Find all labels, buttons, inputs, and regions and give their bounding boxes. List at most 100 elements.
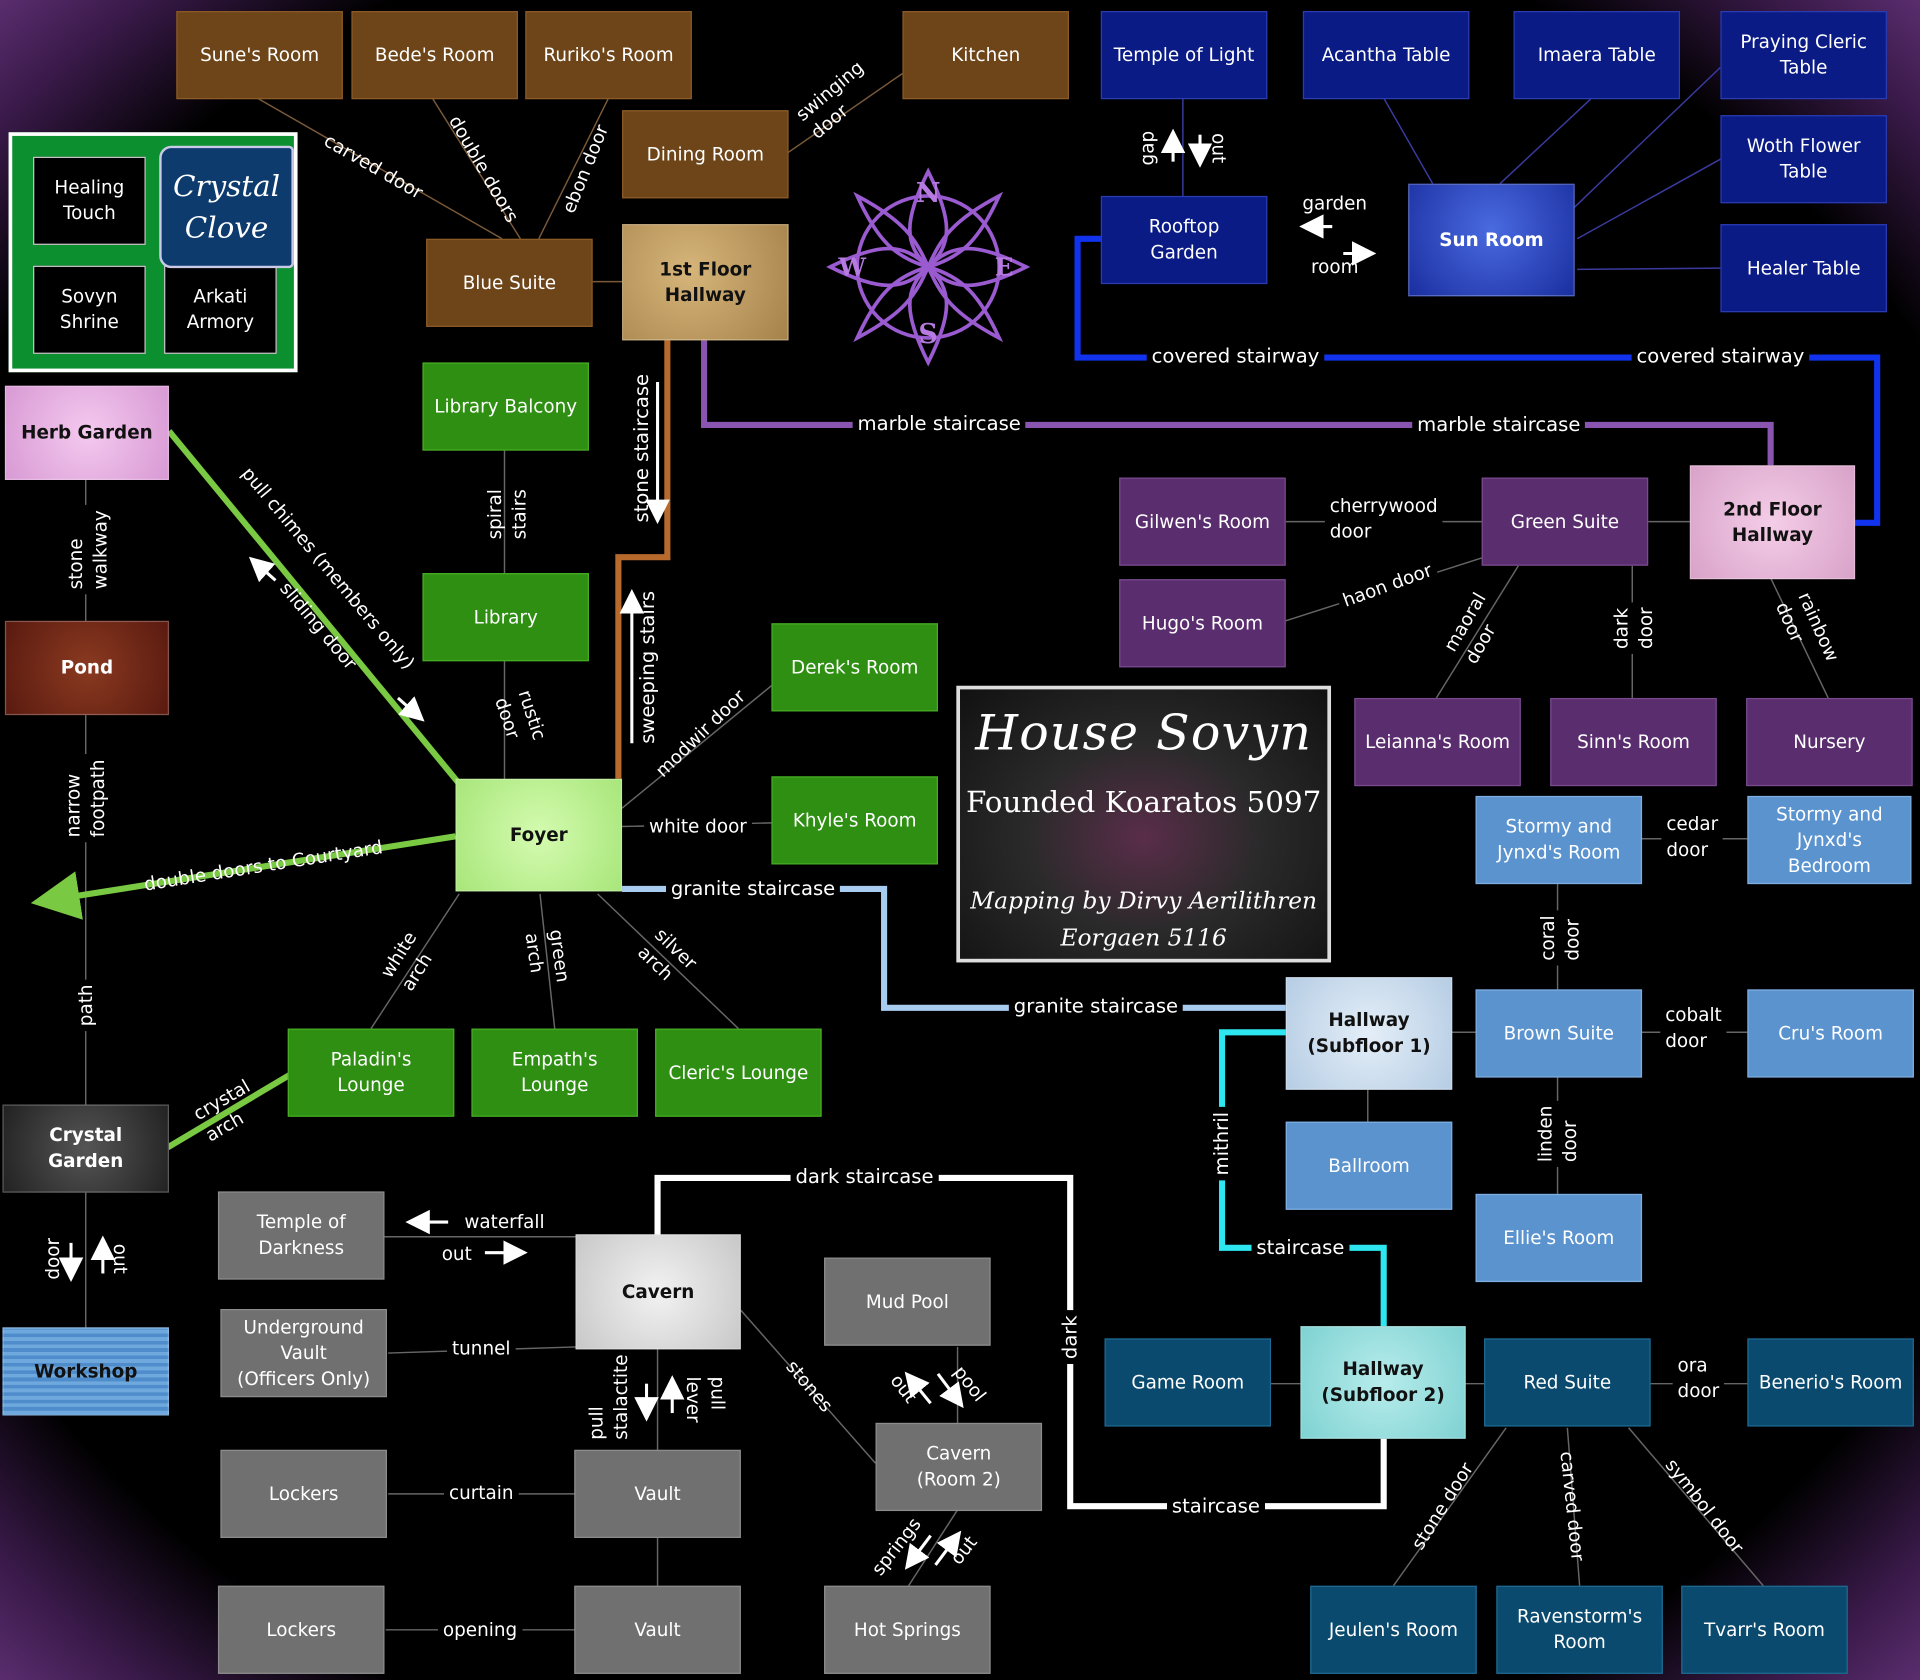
room-lockers-2[interactable]: Lockers (217, 1585, 385, 1674)
room-crystal-garden[interactable]: Crystal Garden (2, 1104, 169, 1193)
room-stormy-jynxd-bedroom[interactable]: Stormy and Jynxd's Bedroom (1747, 795, 1912, 885)
path-ora-door: ora door (1672, 1353, 1725, 1405)
room-hallway-subfloor-2[interactable]: Hallway (Subfloor 2) (1300, 1326, 1466, 1439)
path-pull-stalactite: pull stalactite (585, 1354, 632, 1440)
room-imaera-table[interactable]: Imaera Table (1513, 11, 1681, 100)
room-paladin-lounge[interactable]: Paladin's Lounge (287, 1028, 455, 1117)
path-marble-staircase-1: marble staircase (852, 411, 1026, 436)
path-cedar-door: cedar door (1661, 811, 1724, 864)
path-staircase-cyan: staircase (1251, 1235, 1350, 1261)
path-stone-staircase: stone staircase (629, 373, 653, 523)
path-door-workshop: door (41, 1237, 64, 1280)
room-bede[interactable]: Bede's Room (351, 11, 518, 100)
room-red-suite[interactable]: Red Suite (1484, 1338, 1651, 1427)
crystal-clove-scroll: Crystal Clove (159, 145, 294, 269)
room-tvarr[interactable]: Tvarr's Room (1681, 1585, 1848, 1674)
room-woth-flower-table[interactable]: Woth Flower Table (1720, 115, 1887, 204)
path-narrow-footpath: narrow footpath (61, 754, 111, 843)
path-dark-door: dark door (1608, 602, 1658, 654)
room-nursery[interactable]: Nursery (1746, 697, 1913, 787)
room-dining[interactable]: Dining Room (622, 110, 789, 199)
compass-w: W (838, 253, 867, 282)
legend-healing-touch: Healing Touch (33, 156, 146, 245)
room-foyer[interactable]: Foyer (455, 778, 623, 892)
room-lockers-1[interactable]: Lockers (220, 1449, 387, 1538)
room-green-suite[interactable]: Green Suite (1481, 477, 1649, 566)
path-spiral-stairs: spiral stairs (483, 489, 531, 540)
room-game-room[interactable]: Game Room (1104, 1338, 1272, 1427)
path-dark-staircase: dark staircase (790, 1164, 939, 1189)
path-granite-staircase-2: granite staircase (1008, 994, 1183, 1019)
path-dark: dark (1057, 1310, 1083, 1364)
room-empath-lounge[interactable]: Empath's Lounge (471, 1028, 638, 1117)
room-khyle[interactable]: Khyle's Room (771, 776, 938, 865)
path-staircase-white: staircase (1167, 1493, 1265, 1519)
room-first-floor-hallway[interactable]: 1st Floor Hallway (622, 224, 789, 341)
room-sun-room[interactable]: Sun Room (1408, 183, 1575, 297)
room-healer-table[interactable]: Healer Table (1720, 224, 1887, 313)
compass-s: S (918, 319, 937, 350)
path-path: path (73, 979, 98, 1032)
room-hot-springs[interactable]: Hot Springs (824, 1585, 991, 1674)
room-brown-suite[interactable]: Brown Suite (1475, 989, 1643, 1078)
house-name: House Sovyn (975, 705, 1313, 762)
room-vault-2[interactable]: Vault (574, 1585, 741, 1674)
path-marble-staircase-2: marble staircase (1412, 412, 1586, 438)
room-temple-darkness[interactable]: Temple of Darkness (217, 1191, 385, 1280)
room-herb-garden[interactable]: Herb Garden (4, 385, 169, 481)
path-stone-walkway: stone walkway (63, 505, 113, 595)
room-acantha-table[interactable]: Acantha Table (1302, 11, 1470, 100)
legend-arkati-armory: Arkati Armory (164, 265, 277, 354)
room-sinn[interactable]: Sinn's Room (1550, 697, 1717, 787)
room-blue-suite[interactable]: Blue Suite (426, 238, 593, 327)
room-ravenstorm[interactable]: Ravenstorm's Room (1496, 1585, 1663, 1674)
room-rooftop-garden[interactable]: Rooftop Garden (1100, 195, 1268, 285)
room-jeulen[interactable]: Jeulen's Room (1310, 1585, 1477, 1674)
founded-date: Founded Koaratos 5097 (965, 784, 1322, 820)
room-second-floor-hallway[interactable]: 2nd Floor Hallway (1689, 465, 1856, 580)
path-waterfall: waterfall (464, 1211, 545, 1234)
room-pond[interactable]: Pond (4, 620, 169, 716)
room-cleric-lounge[interactable]: Cleric's Lounge (655, 1028, 822, 1117)
room-sune[interactable]: Sune's Room (176, 11, 343, 100)
room-derek[interactable]: Derek's Room (771, 623, 938, 712)
room-ellie[interactable]: Ellie's Room (1475, 1193, 1643, 1283)
path-cobalt-door: cobalt door (1660, 1002, 1727, 1055)
room-praying-cleric-table[interactable]: Praying Cleric Table (1720, 11, 1887, 100)
path-room: room (1310, 255, 1359, 278)
path-green-arch: green arch (520, 928, 575, 984)
room-leianna[interactable]: Leianna's Room (1354, 697, 1521, 787)
room-benerio[interactable]: Benerio's Room (1747, 1338, 1914, 1427)
path-linden-door: linden door (1533, 1100, 1583, 1168)
room-kitchen[interactable]: Kitchen (902, 11, 1069, 100)
room-library-balcony[interactable]: Library Balcony (422, 362, 589, 451)
room-ruriko[interactable]: Ruriko's Room (525, 11, 692, 100)
room-ballroom[interactable]: Ballroom (1285, 1121, 1453, 1210)
room-cru[interactable]: Cru's Room (1747, 989, 1914, 1078)
path-garden: garden (1302, 192, 1368, 215)
room-underground-vault[interactable]: Underground Vault (Officers Only) (220, 1308, 387, 1398)
path-granite-staircase-1: granite staircase (666, 876, 841, 902)
path-out-cave: out (441, 1242, 472, 1265)
room-cavern-2[interactable]: Cavern (Room 2) (875, 1422, 1043, 1512)
path-gap: gap (1136, 130, 1159, 166)
room-gilwen[interactable]: Gilwen's Room (1119, 477, 1286, 566)
compass-rose: N E S W (818, 165, 1038, 368)
room-stormy-jynxd[interactable]: Stormy and Jynxd's Room (1475, 795, 1643, 885)
path-coral-door: coral door (1535, 910, 1585, 966)
room-hugo[interactable]: Hugo's Room (1119, 579, 1286, 668)
path-white-door: white door (644, 814, 752, 839)
room-hallway-subfloor-1[interactable]: Hallway (Subfloor 1) (1285, 977, 1453, 1090)
room-library[interactable]: Library (422, 573, 589, 662)
room-workshop[interactable]: Workshop (2, 1327, 169, 1416)
path-pull-lever: pull lever (682, 1376, 729, 1423)
room-vault-1[interactable]: Vault (574, 1449, 741, 1538)
room-temple-light[interactable]: Temple of Light (1100, 11, 1268, 100)
room-cavern[interactable]: Cavern (575, 1234, 741, 1350)
room-mud-pool[interactable]: Mud Pool (824, 1257, 991, 1346)
legend-sovyn-shrine: Sovyn Shrine (33, 265, 146, 354)
path-covered-stairway-2: covered stairway (1631, 344, 1810, 369)
